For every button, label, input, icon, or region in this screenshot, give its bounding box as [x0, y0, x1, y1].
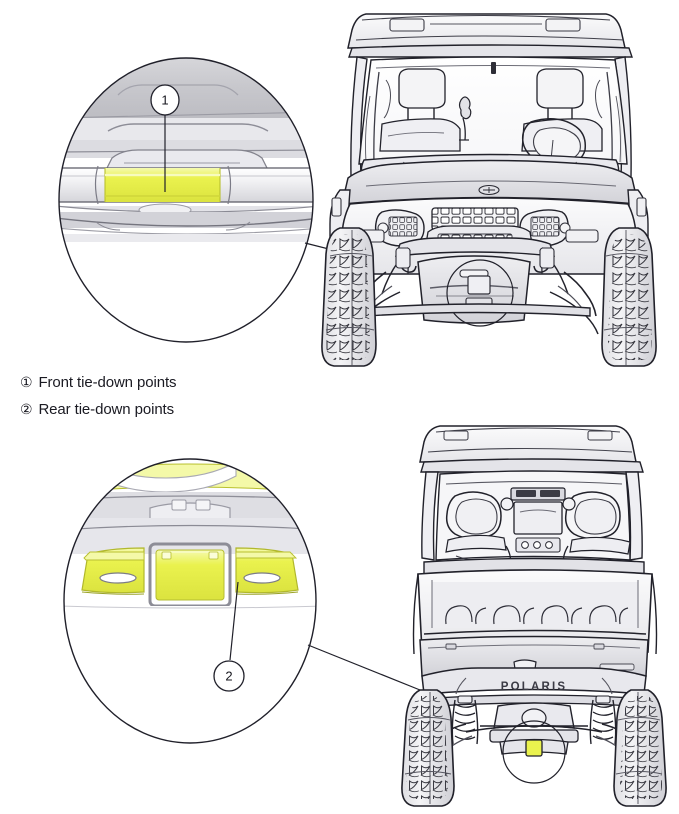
- callout-marker-1: 1: [150, 84, 180, 192]
- circled-number-2-icon: ②: [20, 401, 33, 417]
- legend-item-front: ① Front tie-down points: [20, 374, 320, 401]
- vehicle-front-view: [321, 13, 657, 367]
- detail-zone-rear: [502, 720, 566, 784]
- callout-marker-2: 2: [213, 581, 245, 692]
- leader-line-rear: [307, 644, 421, 691]
- detail-zone-front: [446, 259, 514, 327]
- legend-item-rear: ② Rear tie-down points: [20, 401, 320, 428]
- callout-2-number: 2: [225, 668, 232, 683]
- front-tire-right: [601, 227, 657, 367]
- circled-number-1-icon: ①: [20, 374, 33, 390]
- legend-label-rear: Rear tie-down points: [38, 401, 175, 418]
- front-tire-left: [321, 227, 377, 367]
- legend: ① Front tie-down points ② Rear tie-down …: [20, 374, 320, 428]
- rear-hitch-highlight: [525, 739, 543, 757]
- rear-tire-left: [401, 689, 455, 807]
- callout-circle-rear: 2: [63, 458, 421, 744]
- callout-1-number: 1: [161, 92, 168, 107]
- rear-tire-right: [613, 689, 667, 807]
- polaris-badge: POLARIS: [501, 681, 568, 693]
- vehicle-rear-view: POLARIS: [401, 425, 667, 807]
- legend-label-front: Front tie-down points: [38, 374, 177, 391]
